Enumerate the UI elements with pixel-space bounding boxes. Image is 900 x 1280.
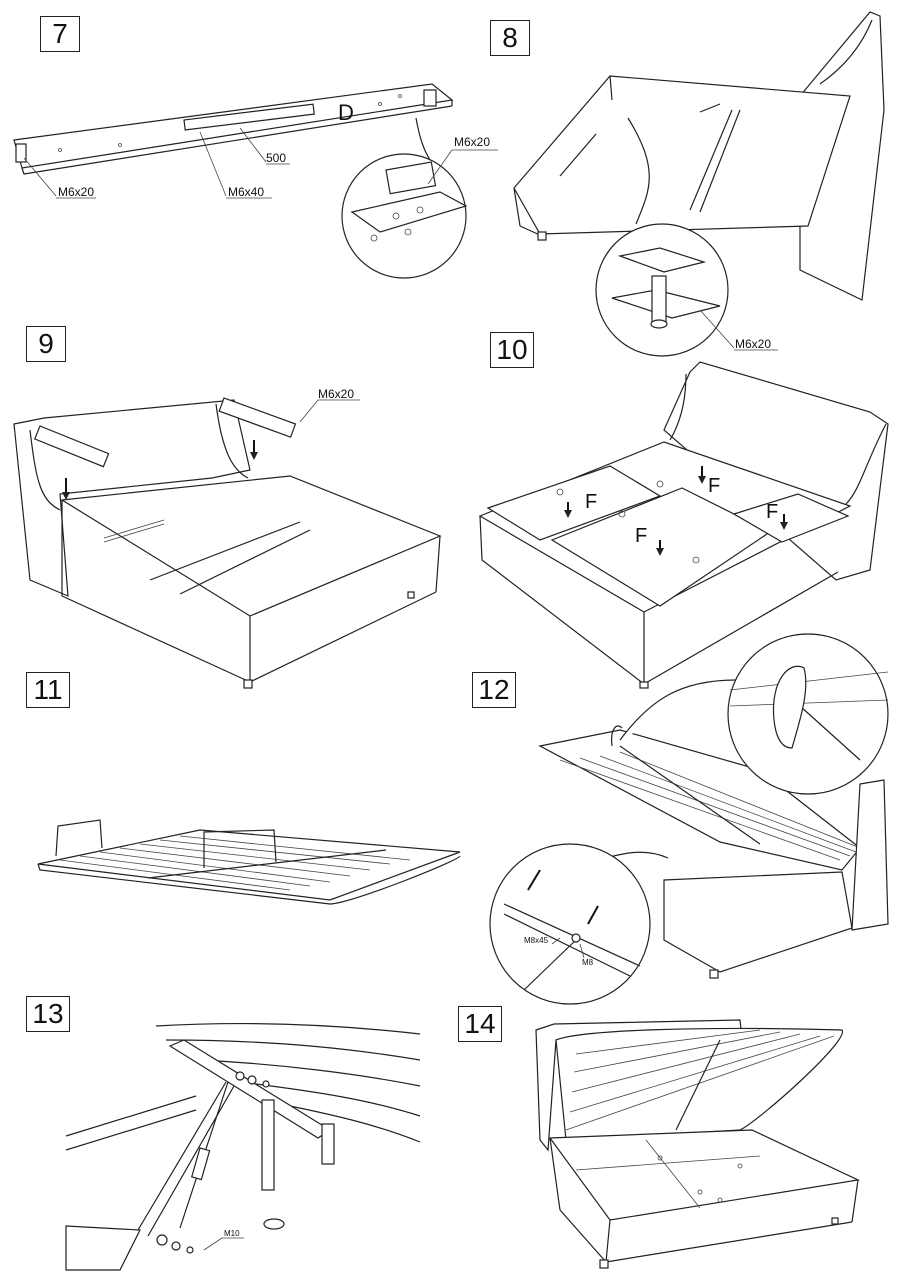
step10-panel-letter-1: F [585,491,597,513]
step7-length-label: 500 [266,151,286,165]
step10-panel-letter-2: F [635,525,647,547]
step-number-14: 14 [458,1006,502,1042]
step9-bed-frame-drawing [13,397,442,689]
step12-bolt-label-a: M8x45 [524,936,549,945]
step-number-12: 12 [472,672,516,708]
step11-slatted-base-drawing [37,819,461,905]
step13-gas-strut-detail-drawing [65,1022,421,1271]
step7-bolt-left-label: M6x20 [58,185,94,199]
step8-detail-circle [595,117,778,357]
step-number-7: 7 [40,16,80,52]
step-number-13: 13 [26,996,70,1032]
step-number-9: 9 [26,326,66,362]
step13-bolt-label: M10 [224,1229,240,1238]
step12-bolt-label-b: M8 [582,958,594,967]
step-number-10: 10 [490,332,534,368]
step8-detail-bolt-label: M6x20 [735,337,771,351]
step7-panel-letter: D [338,100,354,125]
step7-detail-circle [341,117,498,279]
step-number-11: 11 [26,672,70,708]
step9-bolt-label: M6x20 [318,387,354,401]
step7-panel-d-drawing [13,83,454,199]
step10-panel-letter-3: F [766,501,778,523]
step7-detail-bolt-label: M6x20 [454,135,490,149]
step8-bed-frame-drawing [513,11,885,301]
step12-lifting-bed-drawing [538,725,889,979]
step7-bolt-center-label: M6x40 [228,185,264,199]
step10-bed-frame-drawing [478,361,889,689]
step12-detail-circle-bottom [489,843,669,1005]
step14-opened-bed-drawing [535,1019,861,1269]
step10-panel-letter-4: F [708,475,720,497]
step12-detail-circle-top [619,633,889,795]
step-number-8: 8 [490,20,530,56]
